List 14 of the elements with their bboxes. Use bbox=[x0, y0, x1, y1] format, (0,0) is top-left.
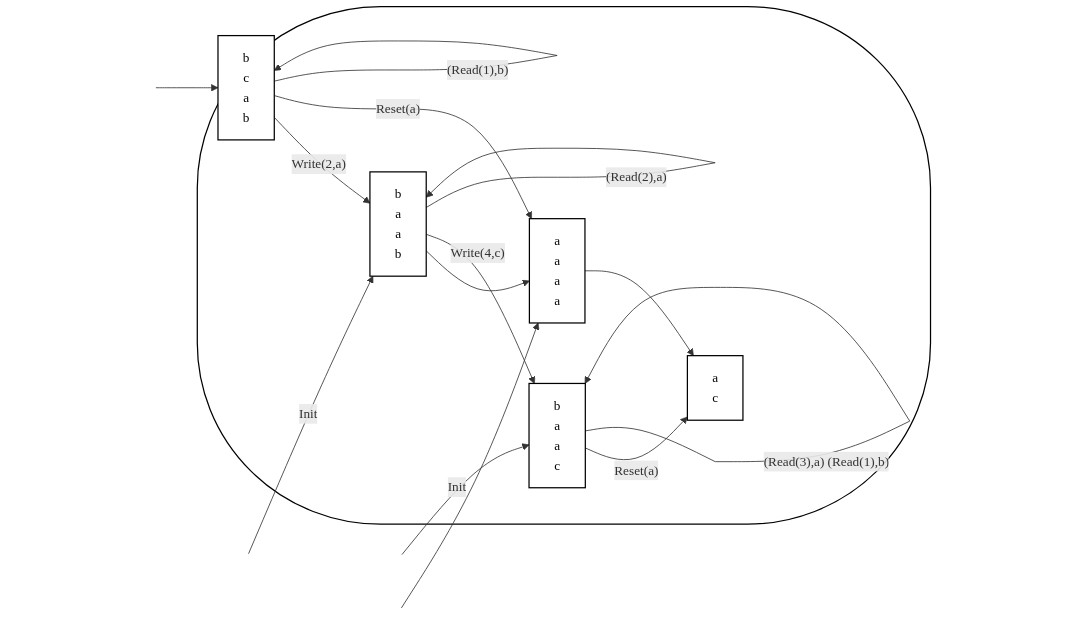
edge-label: (Read(3),a) (Read(1),b) bbox=[763, 454, 890, 469]
edge-label: Reset(a) bbox=[376, 101, 421, 116]
edge-label: Init bbox=[299, 406, 318, 421]
edge-label: (Read(2),a) bbox=[606, 169, 667, 184]
edge-label: (Read(1),b) bbox=[446, 62, 509, 77]
node-box: b c a b bbox=[217, 35, 275, 141]
node-box: b a a c bbox=[528, 382, 586, 489]
node-box: a a a a bbox=[528, 218, 586, 324]
node-box: b a a b bbox=[369, 171, 427, 277]
edge-label: Reset(a) bbox=[614, 462, 659, 477]
edge-label: Init bbox=[447, 479, 467, 494]
node-box: a c bbox=[686, 355, 744, 421]
edge-label: Write(2,a) bbox=[291, 156, 346, 171]
edge-label: Write(4,c) bbox=[450, 245, 505, 260]
